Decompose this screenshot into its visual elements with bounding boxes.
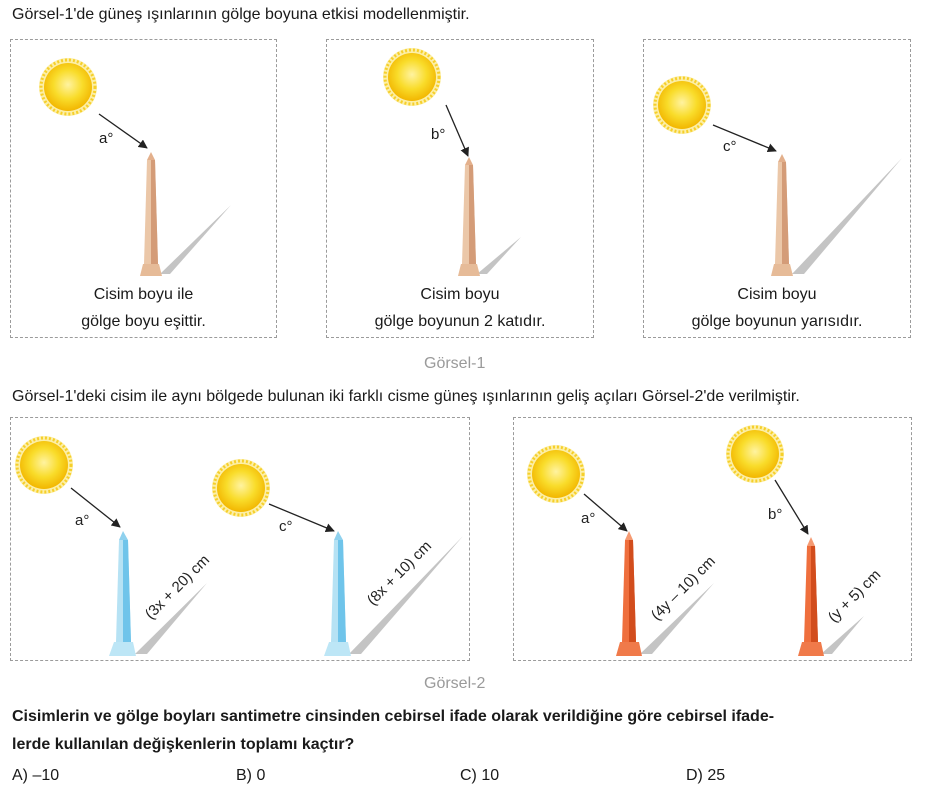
obelisk-icon — [771, 154, 793, 276]
figure1-caption: Görsel-1 — [424, 355, 486, 372]
arrow-icon — [583, 493, 628, 532]
intro-text: Görsel-1'de güneş ışınlarının gölge boyu… — [12, 6, 470, 23]
figure2-caption: Görsel-2 — [424, 675, 486, 692]
sun-icon — [525, 443, 587, 505]
obelisk-icon — [458, 157, 480, 276]
sun-icon — [381, 46, 443, 108]
angle-label: a° — [75, 512, 89, 529]
option-c[interactable]: C) 10 — [460, 767, 500, 784]
arrow-icon — [445, 104, 469, 157]
question-line2: lerde kullanılan değişkenlerin toplamı k… — [12, 736, 355, 753]
shadow-length-label: (y + 5) cm — [825, 566, 884, 625]
shadow — [821, 616, 864, 654]
shadow — [477, 237, 521, 274]
arrow-icon — [774, 479, 809, 535]
shadow — [160, 205, 231, 274]
arrow-icon — [712, 124, 777, 153]
shadow — [349, 536, 463, 654]
obelisk-icon — [324, 531, 351, 656]
panel-caption: Cisim boyu ile gölge boyu eşittir. — [81, 286, 206, 330]
arrow-icon — [98, 113, 148, 149]
sun-icon — [210, 457, 272, 519]
shadow-length-label: (8x + 10) cm — [364, 538, 435, 609]
angle-label: b° — [431, 126, 446, 143]
figure1-panel-double: b° Cisim boyu gölge boyunun 2 katıdır. — [326, 39, 594, 338]
shadow — [640, 583, 714, 654]
obelisk-icon — [140, 152, 162, 276]
arrow-icon — [268, 503, 335, 533]
angle-label: c° — [723, 138, 737, 155]
sun-icon — [37, 56, 99, 118]
option-a[interactable]: A) –10 — [12, 767, 60, 784]
angle-label: a° — [581, 510, 595, 527]
sun-icon — [724, 423, 786, 485]
arrow-icon — [70, 487, 121, 528]
obelisk-icon — [109, 531, 136, 656]
question-line1: Cisimlerin ve gölge boyları santimetre c… — [12, 708, 775, 725]
figure2-panel-blue: a° c° (3x + 20) cm (8x + 10) cm — [10, 417, 470, 661]
figure2-panel-orange: a° b° (4y – 10) cm (y + 5) cm — [513, 417, 912, 661]
shadow-length-label: (3x + 20) cm — [142, 552, 213, 623]
panel-caption: Cisim boyu gölge boyunun yarısıdır. — [691, 286, 863, 330]
figure1-panel-equal: a° Cisim boyu ile gölge boyu eşittir. — [10, 39, 277, 338]
figure1-panel-half: c° Cisim boyu gölge boyunun yarısıdır. — [643, 39, 911, 338]
angle-label: a° — [99, 130, 114, 147]
sun-icon — [13, 434, 75, 496]
angle-label: b° — [768, 506, 782, 523]
obelisk-icon — [798, 537, 824, 656]
intro2-text: Görsel-1'deki cisim ile aynı bölgede bul… — [12, 388, 800, 405]
sun-icon — [651, 74, 713, 136]
panel-caption: Cisim boyu gölge boyunun 2 katıdır. — [374, 286, 546, 330]
angle-label: c° — [279, 518, 293, 535]
shadow — [135, 583, 207, 654]
shadow — [792, 158, 902, 274]
obelisk-icon — [616, 531, 642, 656]
option-d[interactable]: D) 25 — [686, 767, 726, 784]
option-b[interactable]: B) 0 — [236, 767, 266, 784]
